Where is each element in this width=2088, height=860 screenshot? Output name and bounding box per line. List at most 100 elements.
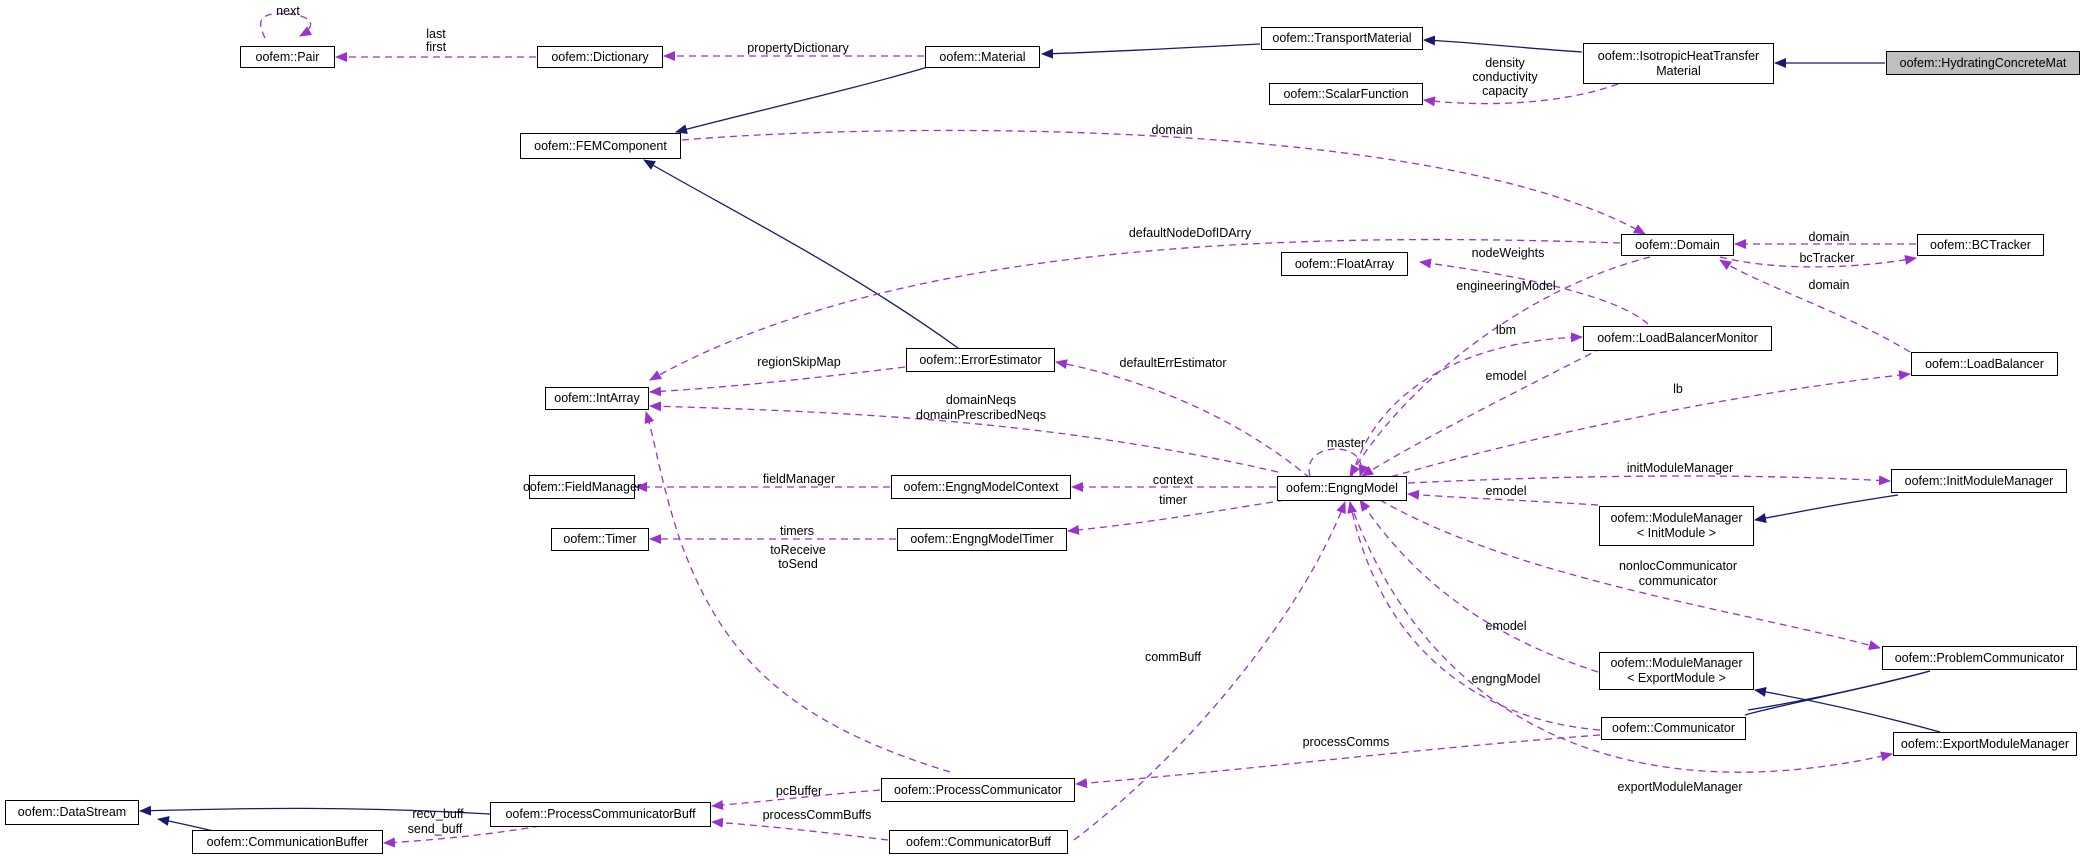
node-field-manager[interactable]: oofem::FieldManager <box>523 475 641 499</box>
edge-engngmodel-to-timer <box>1067 499 1286 535</box>
edge-isotropic-to-scalarfunction <box>1423 83 1619 107</box>
node-timer[interactable]: oofem::Timer <box>551 528 649 551</box>
label-to-send: toSend <box>778 557 818 571</box>
node-load-balancer-monitor-label: oofem::LoadBalancerMonitor <box>1597 331 1758 345</box>
node-fem-component[interactable]: oofem::FEMComponent <box>520 133 681 159</box>
label-domain-lb: domain <box>1809 278 1850 292</box>
label-context: context <box>1153 473 1194 487</box>
edge-domain-to-engngmodel <box>1349 256 1651 477</box>
edge-engngmodel-to-errorestimator <box>1055 359 1311 479</box>
label-node-weights: nodeWeights <box>1472 246 1545 260</box>
edge-domain-to-bctracker <box>1719 255 1917 268</box>
node-bc-tracker-label: oofem::BCTracker <box>1930 237 2031 252</box>
label-lbm: lbm <box>1496 323 1516 337</box>
node-dictionary[interactable]: oofem::Dictionary <box>537 46 663 68</box>
node-int-array[interactable]: oofem::IntArray <box>545 387 649 410</box>
label-density: density <box>1485 56 1525 70</box>
edge-communicator-to-engngmodel <box>1347 501 1601 731</box>
label-engineering-model: engineeringModel <box>1456 279 1555 293</box>
node-module-manager-export[interactable]: oofem::ModuleManager < ExportModule > <box>1599 652 1754 690</box>
node-isotropic-label-line2: Material <box>1656 63 1701 78</box>
node-process-communicator[interactable]: oofem::ProcessCommunicator <box>881 778 1075 802</box>
node-engng-model[interactable]: oofem::EngngModel <box>1277 476 1407 501</box>
edge-engngmodel-to-exportmm <box>1349 501 1893 773</box>
node-data-stream-label: oofem::DataStream <box>17 805 127 819</box>
node-module-manager-init-line1: oofem::ModuleManager <box>1610 511 1743 525</box>
edge-pair-next-loop <box>260 12 313 39</box>
node-engng-model-context[interactable]: oofem::EngngModelContext <box>891 475 1071 499</box>
node-scalar-function[interactable]: oofem::ScalarFunction <box>1269 83 1423 105</box>
node-module-manager-export-line1: oofem::ModuleManager <box>1610 656 1743 670</box>
node-communicator[interactable]: oofem::Communicator <box>1601 717 1746 740</box>
node-dictionary-label: oofem::Dictionary <box>551 49 649 64</box>
node-load-balancer[interactable]: oofem::LoadBalancer <box>1911 352 2058 376</box>
node-export-module-manager[interactable]: oofem::ExportModuleManager <box>1893 732 2077 756</box>
node-float-array-label: oofem::FloatArray <box>1294 256 1395 271</box>
node-hydrating-label: oofem::HydratingConcreteMat <box>1899 55 2067 70</box>
node-data-stream[interactable]: oofem::DataStream <box>5 800 139 825</box>
node-timer-label: oofem::Timer <box>563 532 637 546</box>
edge-mm-export-to-engngmodel <box>1359 499 1599 673</box>
node-module-manager-init[interactable]: oofem::ModuleManager < InitModule > <box>1599 506 1754 546</box>
label-to-receive: toReceive <box>770 543 826 557</box>
edge-engngmodel-master-loop <box>1308 448 1369 477</box>
edge-domain-to-intarray <box>649 238 1621 381</box>
node-bc-tracker[interactable]: oofem::BCTracker <box>1917 234 2044 256</box>
edge-pcbuff-to-communicationbuffer <box>383 825 541 848</box>
edge-initmm-to-modulemanager <box>1754 494 1899 523</box>
label-init-module-manager: initModuleManager <box>1627 461 1733 475</box>
node-process-communicator-buff-label: oofem::ProcessCommunicatorBuff <box>505 807 696 821</box>
node-int-array-label: oofem::IntArray <box>554 391 640 405</box>
label-timer: timer <box>1159 493 1187 507</box>
label-communicator: communicator <box>1639 574 1718 588</box>
edge-modulemanager-init-to-engngmodel <box>1407 489 1599 506</box>
edge-engngmodel-to-initmm <box>1407 475 1891 486</box>
edge-errorestimator-to-femcomponent <box>643 159 959 349</box>
node-engng-model-context-label: oofem::EngngModelContext <box>903 479 1059 494</box>
edge-problemcomm-to-modulemanager <box>1747 670 1931 711</box>
node-problem-communicator[interactable]: oofem::ProblemCommunicator <box>1882 646 2077 670</box>
edge-commbuff-to-pcbuff <box>711 817 889 841</box>
node-float-array[interactable]: oofem::FloatArray <box>1281 252 1408 276</box>
node-engng-model-timer-label: oofem::EngngModelTimer <box>910 532 1054 546</box>
node-communication-buffer[interactable]: oofem::CommunicationBuffer <box>192 830 383 854</box>
node-process-communicator-buff[interactable]: oofem::ProcessCommunicatorBuff <box>490 802 711 827</box>
label-region-skip-map: regionSkipMap <box>757 355 840 369</box>
node-engng-model-timer[interactable]: oofem::EngngModelTimer <box>897 528 1067 551</box>
label-domain-fem: domain <box>1152 123 1193 137</box>
label-next: next <box>276 4 300 18</box>
edge-processcommbuff-to-datastream <box>139 805 491 816</box>
node-isotropic-label-line1: oofem::IsotropicHeatTransfer <box>1597 48 1760 63</box>
node-domain[interactable]: oofem::Domain <box>1621 234 1734 256</box>
label-emodel-export: emodel <box>1486 619 1527 633</box>
node-error-estimator[interactable]: oofem::ErrorEstimator <box>906 348 1055 372</box>
label-comm-buff: commBuff <box>1145 650 1202 664</box>
label-nonloc-communicator: nonlocCommunicator <box>1619 559 1737 573</box>
label-first: first <box>426 40 447 54</box>
label-conductivity: conductivity <box>1472 70 1538 84</box>
node-hydrating-concrete-mat[interactable]: oofem::HydratingConcreteMat <box>1886 51 2080 75</box>
node-engng-model-label: oofem::EngngModel <box>1286 481 1398 495</box>
node-fem-component-label: oofem::FEMComponent <box>534 138 667 153</box>
node-communicator-buff-label: oofem::CommunicatorBuff <box>906 834 1051 849</box>
label-engng-model: engngModel <box>1472 672 1541 686</box>
node-field-manager-label: oofem::FieldManager <box>522 479 642 494</box>
edge-processcomm-to-pcbuff <box>711 789 881 811</box>
node-isotropic-heat-transfer-material[interactable]: oofem::IsotropicHeatTransfer Material <box>1583 43 1774 84</box>
node-transport-material[interactable]: oofem::TransportMaterial <box>1261 27 1423 50</box>
edge-transport-to-material <box>1041 43 1261 59</box>
node-communicator-buff[interactable]: oofem::CommunicatorBuff <box>889 830 1068 854</box>
node-material[interactable]: oofem::Material <box>925 46 1040 68</box>
node-module-manager-export-line2: < ExportModule > <box>1627 671 1726 685</box>
edge-problemcomm-to-communicator <box>1744 670 1931 716</box>
edge-labels: next last first propertyDictionary densi… <box>276 4 1854 836</box>
node-pair[interactable]: oofem::Pair <box>240 46 335 68</box>
node-load-balancer-monitor[interactable]: oofem::LoadBalancerMonitor <box>1583 326 1772 351</box>
edge-lbm-to-engngmodel <box>1361 347 1603 477</box>
node-process-communicator-label: oofem::ProcessCommunicator <box>893 782 1063 797</box>
edge-engngmodel-to-lbm <box>1351 332 1583 477</box>
node-material-label: oofem::Material <box>939 49 1026 64</box>
node-init-module-manager[interactable]: oofem::InitModuleManager <box>1891 469 2067 493</box>
label-timers: timers <box>780 524 814 538</box>
